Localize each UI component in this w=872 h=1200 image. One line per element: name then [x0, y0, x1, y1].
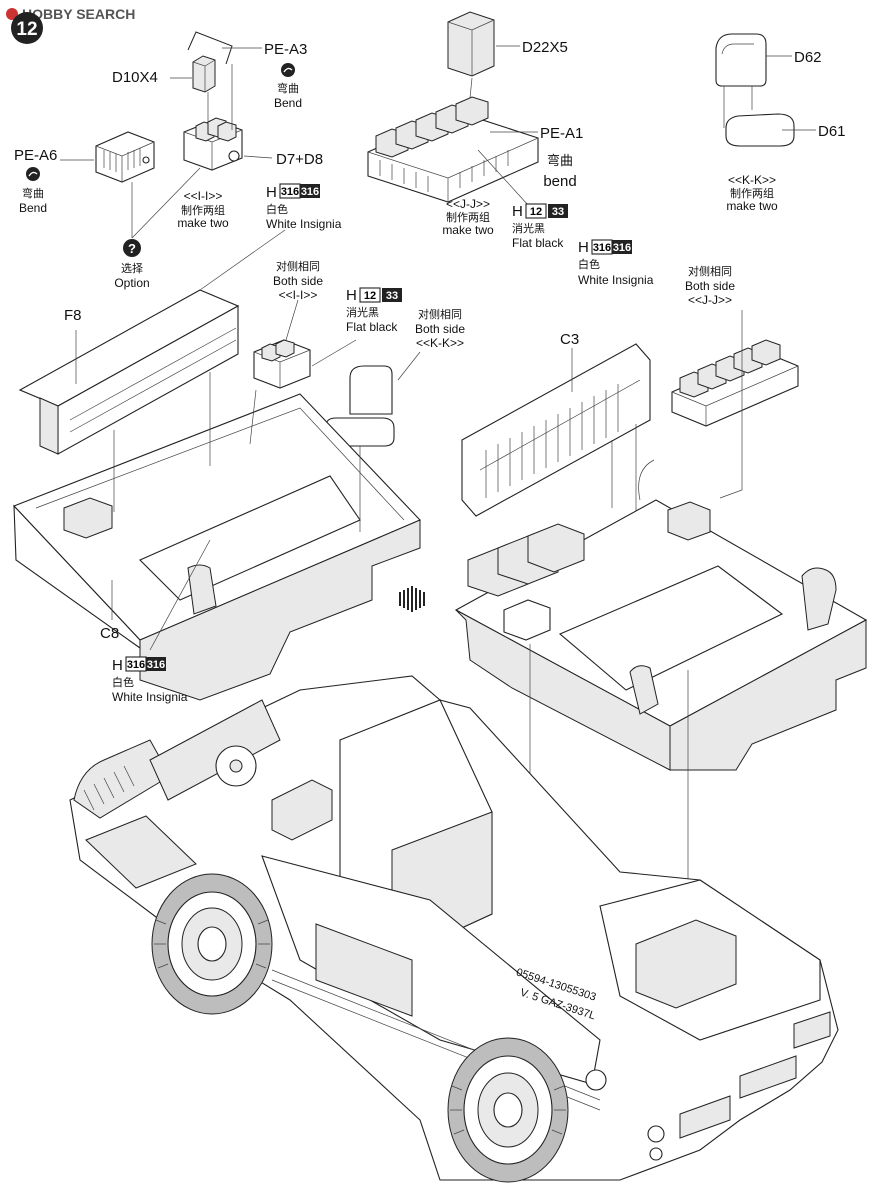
paint-white-cn-3: 白色	[112, 675, 134, 689]
make-two-cn: 制作两组	[181, 203, 225, 217]
paint-code-33: 33	[552, 206, 564, 218]
paint-callout-white-2: H 316 316 白色 White Insignia	[578, 239, 654, 287]
rear-wheel	[447, 1037, 569, 1183]
paint-callout-white-1: H 316 316 白色 White Insignia	[266, 183, 342, 231]
paint-code-316b: 316	[301, 186, 319, 198]
paint-h: H	[266, 184, 277, 201]
paint-white-cn-2: 白色	[578, 257, 600, 271]
ammo-box-j-right	[638, 310, 799, 501]
watermark-text: HOBBY SEARCH	[22, 6, 135, 22]
part-d61: D61	[818, 123, 846, 140]
seat-k-assembly	[715, 33, 816, 147]
paint-white-cn: 白色	[266, 202, 288, 216]
part-f8: F8	[64, 307, 82, 324]
option-label-en: Option	[114, 276, 149, 290]
paint-white-en-2: White Insignia	[578, 273, 654, 287]
paint-white-en-3: White Insignia	[112, 690, 188, 704]
part-f8-panel	[18, 229, 286, 455]
both-side-en-i: Both side	[273, 274, 323, 288]
paint-white-en: White Insignia	[266, 217, 342, 231]
seat-k-small	[325, 351, 421, 447]
part-c3: C3	[560, 331, 579, 348]
step-badge: 12	[11, 12, 43, 44]
ammo-box-i-assembly	[170, 31, 273, 171]
both-side-cn-k: 对侧相同	[418, 307, 462, 321]
bend-label-en-2: Bend	[19, 201, 47, 215]
part-d62: D62	[794, 49, 822, 66]
ammo-box-i-small	[253, 299, 357, 389]
make-two-en-2: make two	[442, 223, 494, 237]
subassembly-k-tag: <<K-K>>	[728, 173, 776, 187]
both-side-cn-j: 对侧相同	[688, 264, 732, 278]
paint-black-en-2: Flat black	[346, 320, 398, 334]
subassembly-j-tag: <<J-J>>	[446, 197, 490, 211]
paint-black-cn-2: 消光黑	[346, 305, 379, 319]
subassembly-i-tag: <<I-I>>	[184, 189, 223, 203]
pe-a6-cage	[60, 131, 155, 183]
paint-h-4: H	[346, 287, 357, 304]
paint-callout-white-3: H 316 316 白色 White Insignia	[112, 656, 188, 704]
option-icon: ?	[123, 239, 141, 257]
paint-code-12: 12	[530, 206, 542, 218]
both-side-en-k: Both side	[415, 322, 465, 336]
paint-h-5: H	[112, 657, 123, 674]
part-d7-d8: D7+D8	[276, 151, 323, 168]
bend-label-cn: 弯曲	[277, 81, 299, 95]
paint-code-316e: 316	[127, 659, 145, 671]
make-two-cn-2: 制作两组	[446, 210, 490, 224]
option-symbol: ?	[128, 241, 136, 256]
paint-black-cn: 消光黑	[512, 221, 545, 235]
make-two-cn-3: 制作两组	[730, 186, 774, 200]
watermark: HOBBY SEARCH	[6, 6, 135, 22]
ammo-box-j-assembly	[367, 11, 539, 206]
bend-label-cn-2: 弯曲	[22, 186, 44, 200]
part-c8: C8	[100, 625, 119, 642]
part-c3-panel	[461, 343, 651, 517]
paint-black-en: Flat black	[512, 236, 564, 250]
bend-label-cn-3: 弯曲	[547, 153, 573, 169]
paint-h-3: H	[578, 239, 589, 256]
bend-icon-2	[26, 167, 40, 181]
bend-label-en-3: bend	[543, 173, 576, 190]
part-pe-a6: PE-A6	[14, 147, 57, 164]
paint-code-316c: 316	[593, 242, 611, 254]
both-side-en-j: Both side	[685, 279, 735, 293]
make-two-en-3: make two	[726, 199, 778, 213]
paint-code-316a: 316	[281, 186, 299, 198]
paint-code-33b: 33	[386, 290, 398, 302]
part-c8-bed	[13, 372, 421, 701]
both-side-tag-j: <<J-J>>	[688, 293, 732, 307]
bend-icon	[281, 63, 295, 77]
part-d22x5: D22X5	[522, 39, 568, 56]
both-side-tag-k: <<K-K>>	[416, 336, 464, 350]
paint-code-316f: 316	[147, 659, 165, 671]
vehicle-chassis	[69, 675, 839, 1181]
flow-arrow-icon	[399, 586, 425, 612]
paint-code-12b: 12	[364, 290, 376, 302]
part-pe-a1: PE-A1	[540, 125, 583, 142]
both-side-tag-i: <<I-I>>	[279, 288, 318, 302]
both-side-cn-i: 对侧相同	[276, 259, 320, 273]
make-two-en: make two	[177, 216, 229, 230]
paint-code-316d: 316	[613, 242, 631, 254]
option-label-cn: 选择	[121, 261, 143, 275]
paint-callout-black-2: H 12 33 消光黑 Flat black	[346, 287, 402, 334]
front-wheel	[151, 873, 273, 1015]
step-number: 12	[16, 19, 37, 40]
part-pe-a3: PE-A3	[264, 41, 307, 58]
paint-callout-black-1: H 12 33 消光黑 Flat black	[512, 203, 568, 250]
paint-h-2: H	[512, 203, 523, 220]
part-d10x4: D10X4	[112, 69, 158, 86]
bend-label-en: Bend	[274, 96, 302, 110]
